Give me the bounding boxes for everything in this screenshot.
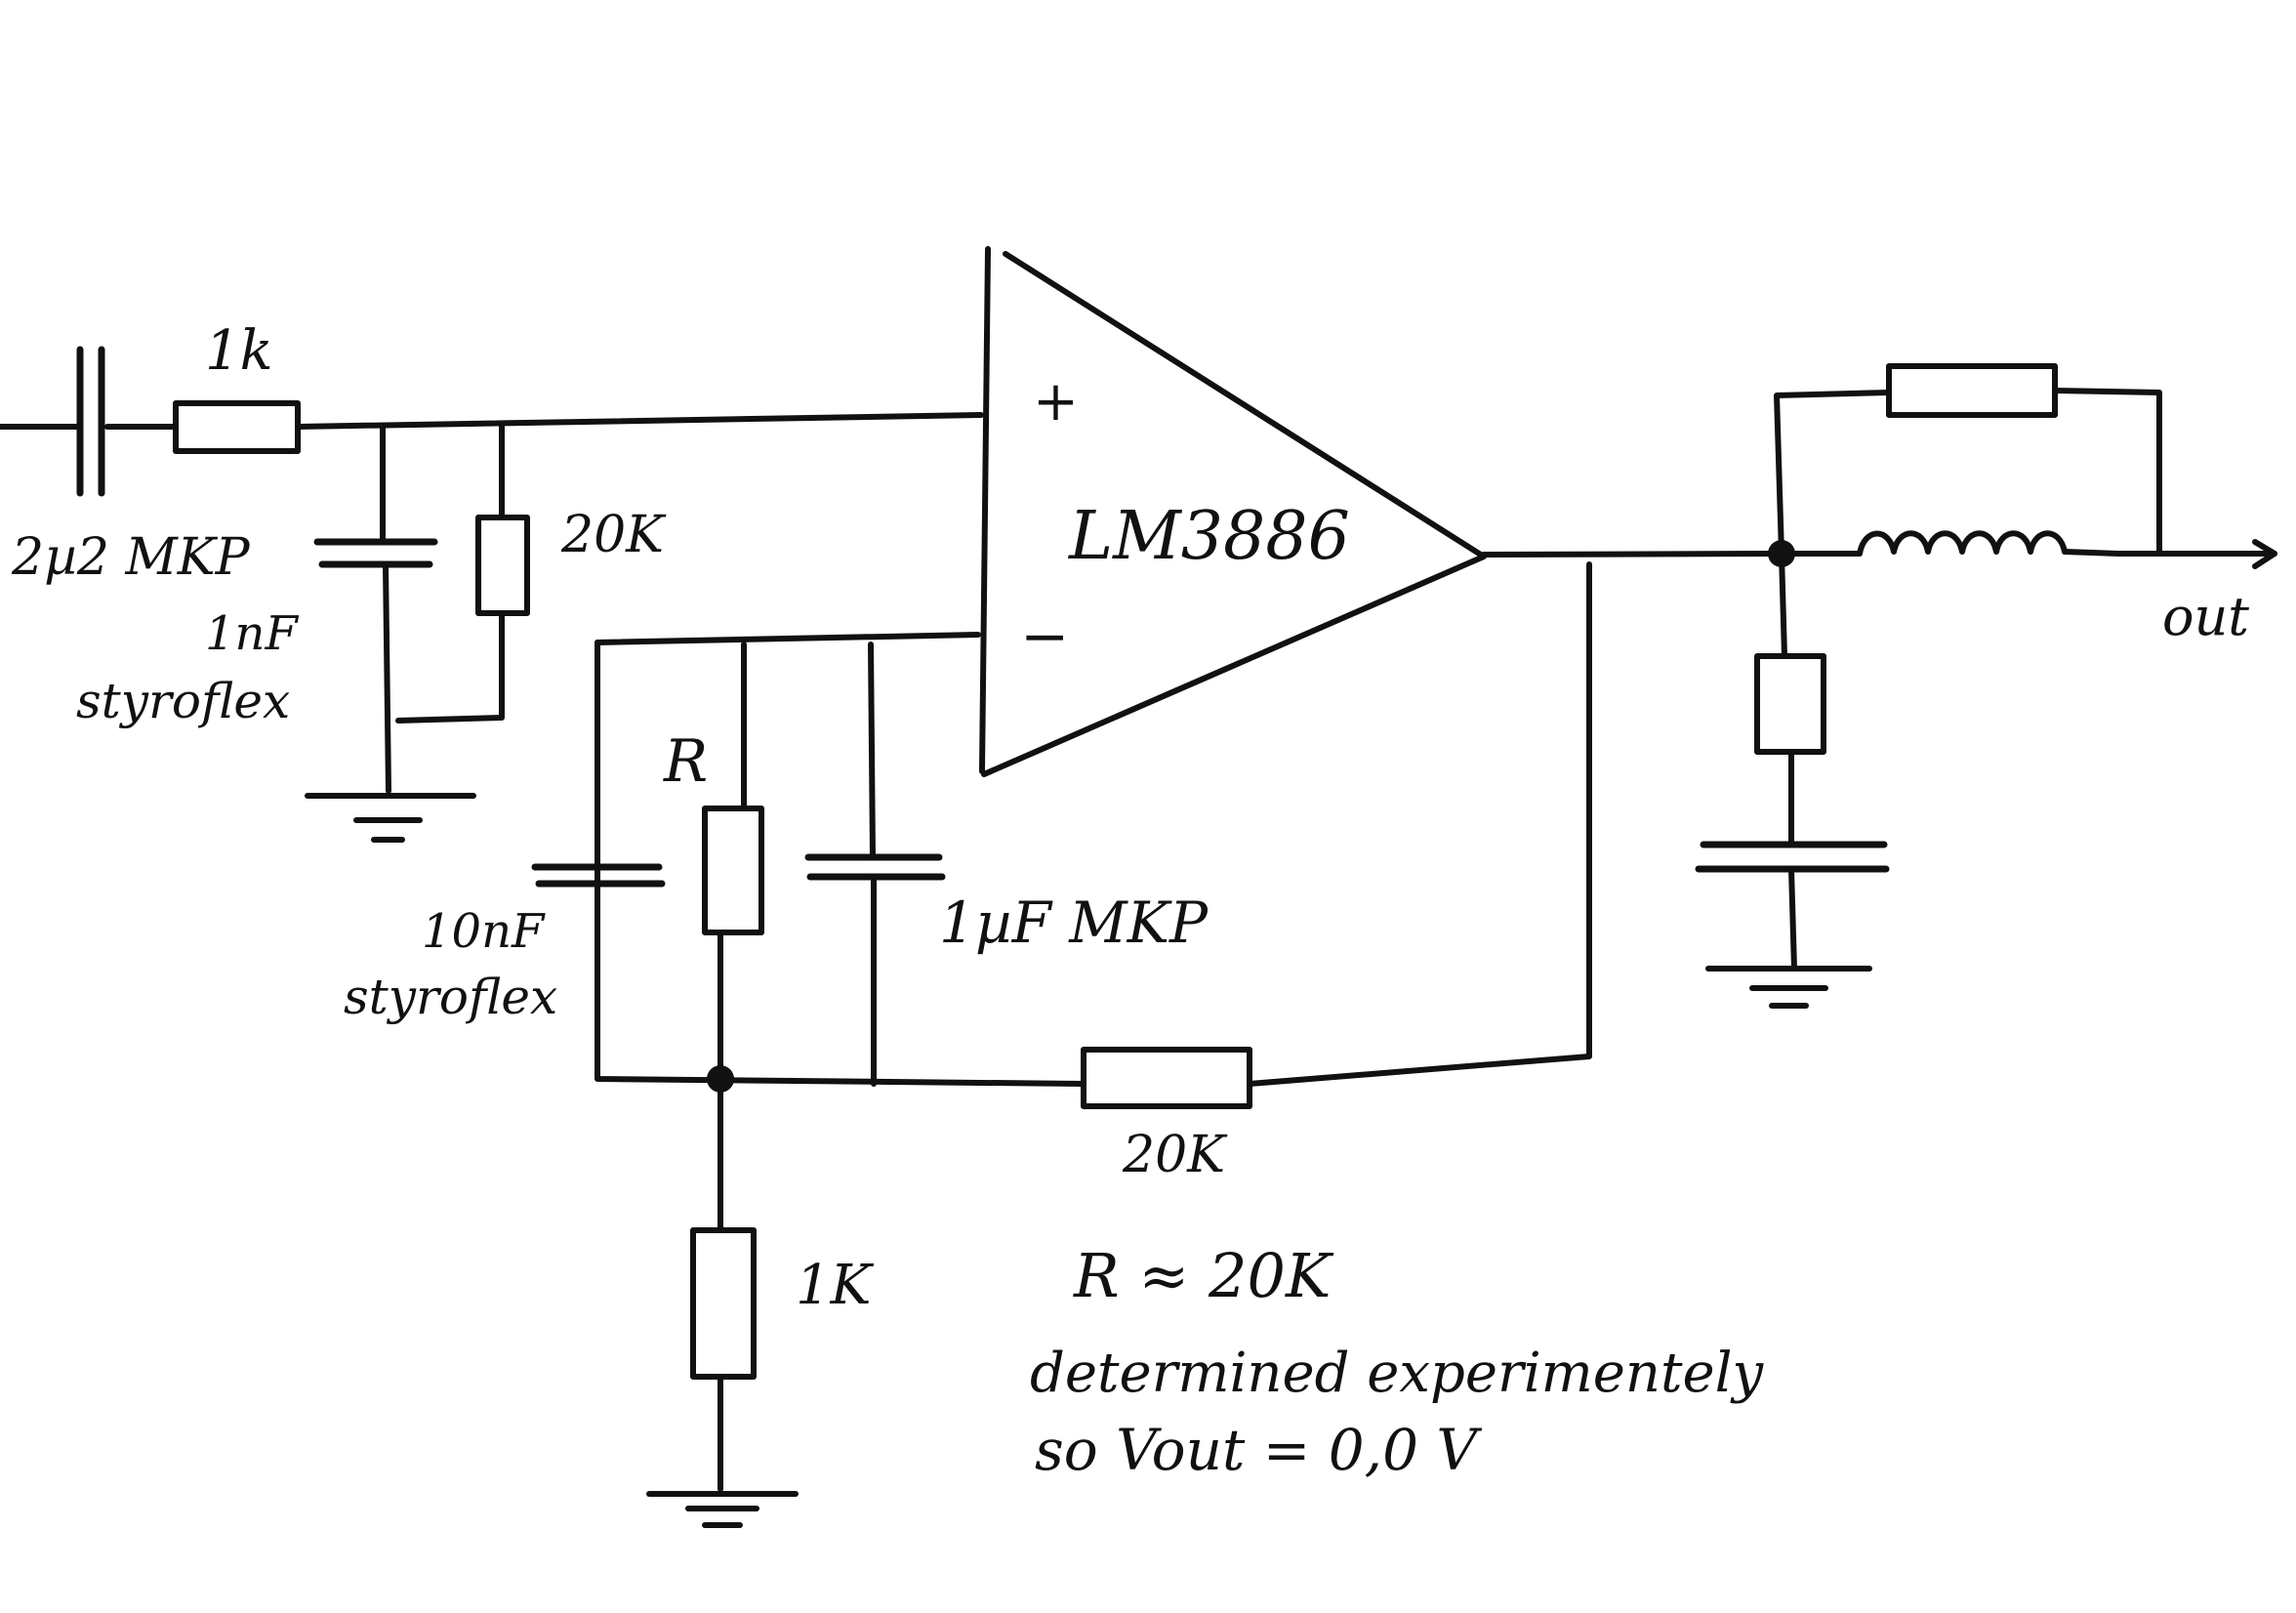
capacitor-1uf — [804, 853, 946, 1087]
label-output: out — [2162, 586, 2249, 647]
feedback-resistor — [1081, 561, 1592, 1109]
output-coil — [1779, 530, 2121, 557]
label-filter-capacitor-type: styroflex — [76, 673, 290, 729]
ground-symbol-feedback — [646, 1491, 799, 1528]
note-r-value: R ≈ 20K — [1073, 1240, 1334, 1311]
capacitor-10nf — [531, 640, 666, 888]
zobel-capacitor — [1695, 841, 1890, 972]
resistor-r — [702, 806, 764, 1082]
input-capacitor — [76, 346, 105, 497]
label-resistor-r: R — [663, 727, 708, 796]
minus-sign: − — [1020, 602, 1069, 671]
ground-resistor — [690, 1076, 757, 1492]
note-determined: determined experimentely — [1030, 1342, 1765, 1405]
ground-symbol-input — [305, 793, 476, 843]
zobel-resistor — [1754, 551, 1826, 848]
input-wire — [0, 412, 984, 430]
plus-sign: + — [1033, 370, 1079, 434]
label-bias-resistor: 20K — [560, 506, 667, 564]
filter-capacitor — [313, 424, 438, 794]
ground-symbol-output — [1705, 966, 1872, 1009]
bias-resistor — [395, 424, 530, 724]
output-wire — [1481, 539, 2277, 569]
label-input-capacitor: 2µ2 MKP — [11, 528, 251, 587]
label-ground-resistor: 1K — [796, 1254, 875, 1317]
label-capacitor-10nf: 10nF — [422, 904, 546, 959]
label-capacitor-10nf-type: styroflex — [344, 969, 557, 1025]
label-input-resistor: 1k — [205, 319, 273, 383]
label-capacitor-1uf: 1µF MKP — [939, 889, 1209, 956]
note-vout: so Vout = 0,0 V — [1035, 1417, 1482, 1483]
label-feedback-resistor: 20K — [1122, 1126, 1228, 1184]
label-filter-capacitor: 1nF — [205, 606, 299, 661]
output-parallel-resistor — [1774, 363, 2162, 557]
input-resistor — [173, 400, 301, 454]
opamp-label: LM3886 — [1067, 498, 1350, 575]
